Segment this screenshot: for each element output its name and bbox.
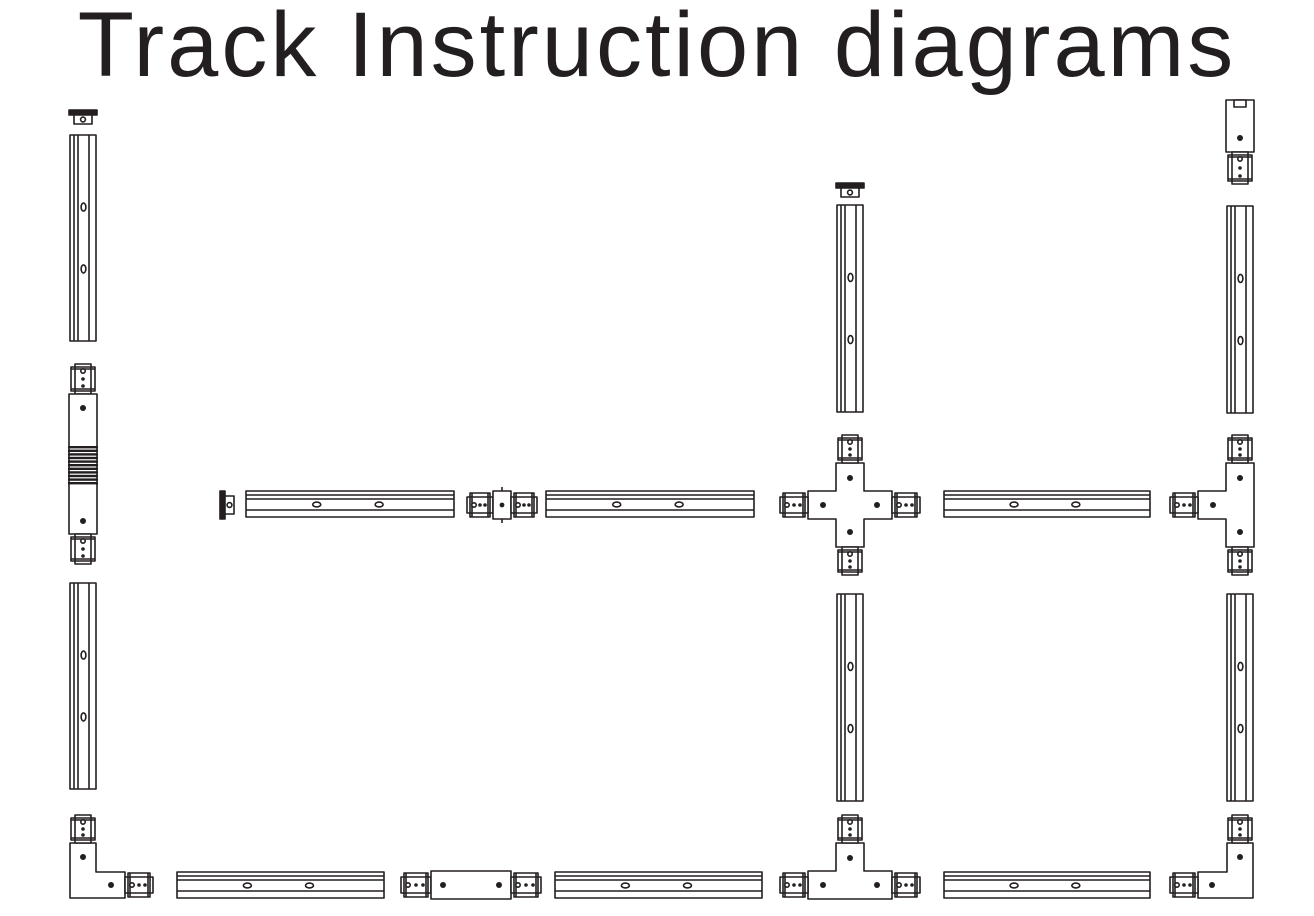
t-connector [1170, 435, 1254, 575]
track-rail [837, 594, 863, 801]
track-rail [246, 491, 454, 517]
track-rail [944, 491, 1150, 517]
end-cap [220, 491, 234, 519]
straight-connector [401, 871, 541, 899]
x-connector [780, 435, 920, 575]
track-rail [546, 491, 754, 517]
l-connector [70, 815, 153, 898]
l-connector [1170, 815, 1253, 898]
straight-connector [467, 487, 537, 523]
track-rail [555, 872, 762, 898]
track-rail [1227, 594, 1253, 801]
track-rail [837, 205, 863, 412]
end-cap [69, 110, 97, 124]
track-rail [177, 872, 384, 898]
t-connector [780, 815, 920, 899]
track-rail [70, 135, 96, 341]
end-cap [836, 183, 864, 197]
live-end-feed [1226, 100, 1254, 184]
track-rail [1227, 206, 1253, 413]
page-title: Track Instruction diagrams [77, 0, 1237, 96]
flexible-connector [68, 364, 98, 564]
track-rail [944, 872, 1150, 898]
track-rail [70, 583, 96, 789]
